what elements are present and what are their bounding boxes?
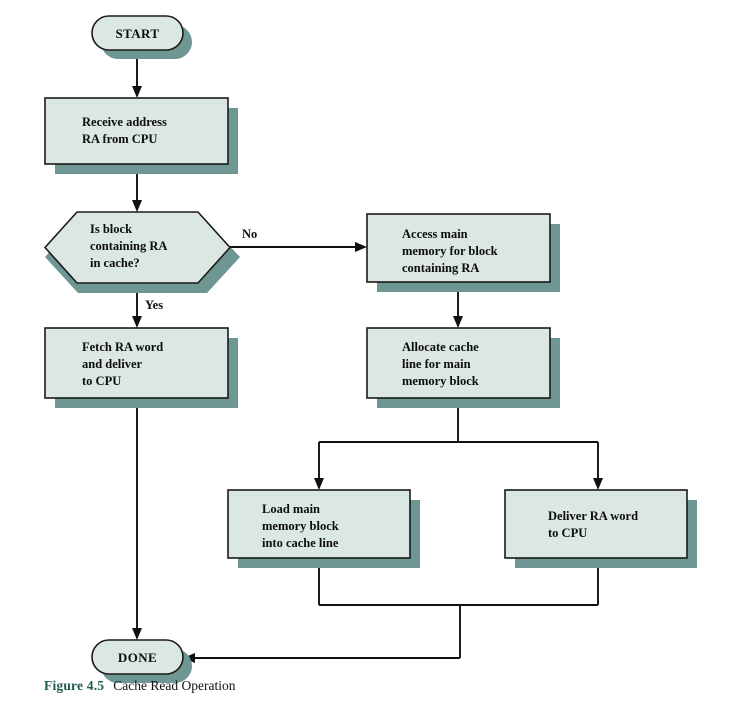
node-fetch-ra-word-line2: and deliver xyxy=(82,357,143,371)
node-allocate-cache-line-body xyxy=(366,327,551,399)
node-receive-address[interactable]: Receive address RA from CPU xyxy=(44,97,238,174)
node-access-main-memory-body xyxy=(366,213,551,283)
node-start[interactable]: START xyxy=(91,15,192,59)
figure-caption: Figure 4.5 Cache Read Operation xyxy=(44,678,724,694)
node-deliver-ra-word[interactable]: Deliver RA word to CPU xyxy=(504,489,697,568)
node-done[interactable]: DONE xyxy=(91,639,192,683)
node-fetch-ra-word[interactable]: Fetch RA word and deliver to CPU xyxy=(44,327,238,408)
node-access-main-memory[interactable]: Access main memory for block containing … xyxy=(366,213,560,292)
connector-fetch-to-done xyxy=(132,398,142,640)
node-receive-address-body xyxy=(44,97,229,165)
node-start-body xyxy=(91,15,184,51)
connector-merge-to-done xyxy=(183,558,599,663)
node-load-main-memory-block-line1: Load main xyxy=(262,502,320,516)
node-decision-line2: containing RA xyxy=(90,239,167,253)
edge-label-no: No xyxy=(242,227,257,241)
node-done-body xyxy=(91,639,184,675)
node-allocate-cache-line[interactable]: Allocate cache line for main memory bloc… xyxy=(366,327,560,408)
node-decision-block-in-cache[interactable]: Is block containing RA in cache? xyxy=(43,211,240,293)
node-decision-line3: in cache? xyxy=(90,256,140,270)
node-access-main-memory-line1: Access main xyxy=(402,227,468,241)
figure-title: Cache Read Operation xyxy=(113,678,236,693)
node-receive-address-line2: RA from CPU xyxy=(82,132,157,146)
arrow-head-icon xyxy=(132,628,142,640)
node-access-main-memory-line2: memory for block xyxy=(402,244,498,258)
arrow-head-icon xyxy=(314,478,324,490)
node-deliver-ra-word-body xyxy=(504,489,688,559)
node-decision-body xyxy=(43,211,232,284)
figure-number: Figure 4.5 xyxy=(44,678,105,693)
node-allocate-cache-line-line2: line for main xyxy=(402,357,471,371)
node-fetch-ra-word-line1: Fetch RA word xyxy=(82,340,163,354)
node-start-label: START xyxy=(116,26,160,41)
arrow-head-icon xyxy=(132,200,142,212)
arrow-head-icon xyxy=(132,86,142,98)
node-access-main-memory-line3: containing RA xyxy=(402,261,479,275)
arrow-head-icon xyxy=(132,316,142,328)
node-allocate-cache-line-line3: memory block xyxy=(402,374,479,388)
node-load-main-memory-block-body xyxy=(227,489,411,559)
arrow-head-icon xyxy=(593,478,603,490)
node-deliver-ra-word-line1: Deliver RA word xyxy=(548,509,638,523)
arrow-head-icon xyxy=(355,242,367,252)
node-fetch-ra-word-body xyxy=(44,327,229,399)
arrow-head-icon xyxy=(453,316,463,328)
node-allocate-cache-line-line1: Allocate cache xyxy=(402,340,479,354)
node-receive-address-line1: Receive address xyxy=(82,115,167,129)
node-fetch-ra-word-line3: to CPU xyxy=(82,374,121,388)
node-deliver-ra-word-line2: to CPU xyxy=(548,526,587,540)
connector-decision-no-to-access xyxy=(230,242,367,252)
node-load-main-memory-block-line3: into cache line xyxy=(262,536,339,550)
node-decision-line1: Is block xyxy=(90,222,132,236)
node-done-label: DONE xyxy=(118,650,157,665)
node-load-main-memory-block-line2: memory block xyxy=(262,519,339,533)
connector-allocate-split-bus xyxy=(314,398,603,490)
node-load-main-memory-block[interactable]: Load main memory block into cache line xyxy=(227,489,420,568)
edge-label-yes: Yes xyxy=(145,298,163,312)
